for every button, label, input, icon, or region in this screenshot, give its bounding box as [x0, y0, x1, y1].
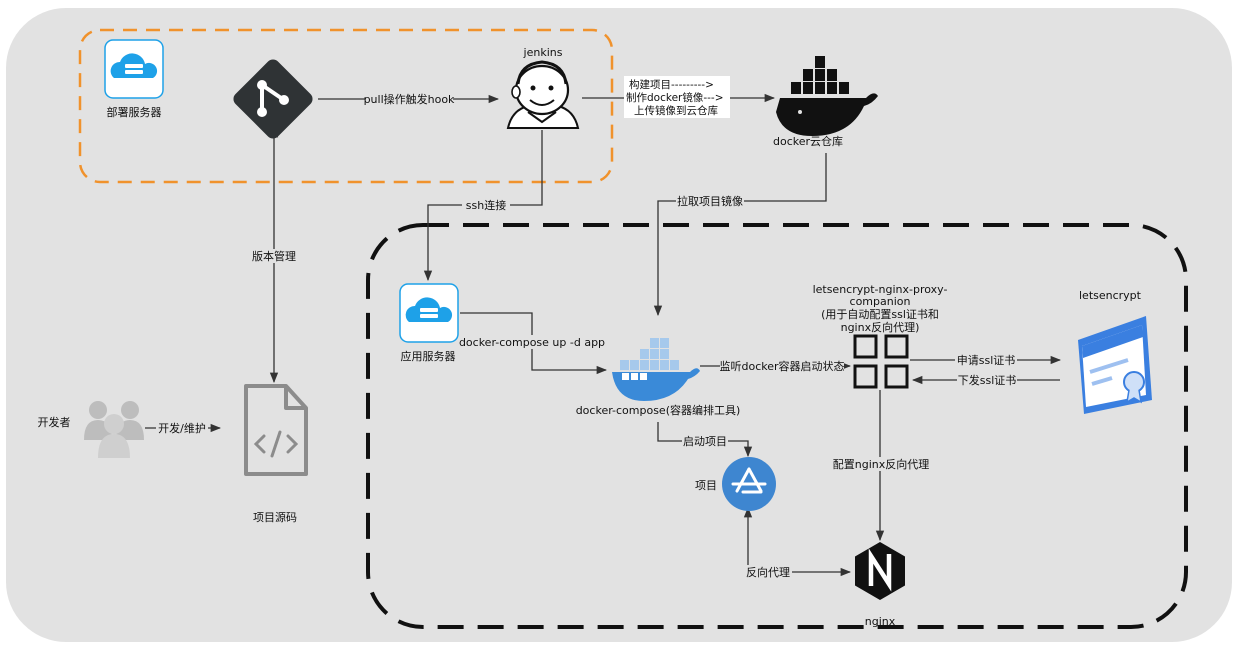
companion-node: letsencrypt-nginx-proxy- companion (用于自动…: [813, 283, 948, 389]
label-pull-image: 拉取项目镜像: [677, 194, 743, 208]
jenkins-node: jenkins: [506, 46, 580, 129]
cloud-server-icon: [104, 39, 164, 99]
label-apply-ssl: 申请ssl证书: [957, 354, 1016, 367]
certificate-icon: [1078, 316, 1152, 414]
jenkins-icon: [506, 60, 580, 129]
label-build-3: 上传镜像到云仓库: [634, 104, 718, 117]
source-code-node: 项目源码: [244, 384, 308, 524]
grid-icon: [853, 334, 909, 389]
docker-hub-label: docker云仓库: [773, 134, 843, 148]
edge-labels: pull操作触发hook 构建项目---------> 制作docker镜像--…: [156, 76, 1017, 579]
ci-group-border: [78, 28, 614, 184]
developer-node: 开发者: [38, 401, 144, 458]
app-group-border: [366, 223, 1188, 629]
app-server-label: 应用服务器: [401, 349, 456, 363]
companion-desc-label: (用于自动配置ssl证书和: [821, 308, 939, 321]
docker-whale-icon: [776, 56, 878, 136]
nginx-icon: [855, 542, 905, 600]
companion-desc-label-2: nginx反向代理): [841, 320, 920, 334]
git-icon: [233, 59, 313, 139]
label-build-1: 构建项目--------->: [629, 78, 714, 91]
docker-compose-label: docker-compose(容器编排工具): [576, 403, 741, 417]
nginx-label: nginx: [865, 615, 896, 628]
companion-name-label: letsencrypt-nginx-proxy-: [813, 283, 948, 296]
source-code-label: 项目源码: [253, 510, 297, 524]
nginx-node: nginx: [855, 542, 905, 628]
label-issue-ssl: 下发ssl证书: [958, 373, 1017, 387]
project-node: 项目: [695, 457, 776, 511]
app-server-node: 应用服务器: [399, 283, 459, 363]
label-reverse-proxy: 反向代理: [746, 565, 790, 579]
developer-label: 开发者: [38, 415, 71, 429]
label-compose-up: docker-compose up -d app: [459, 336, 605, 349]
code-file-icon: [244, 384, 308, 476]
docker-compose-node: docker-compose(容器编排工具): [576, 338, 741, 417]
docker-compose-icon: [612, 338, 700, 401]
label-pull-hook: pull操作触发hook: [364, 92, 455, 106]
letsencrypt-label: letsencrypt: [1079, 289, 1142, 302]
deploy-server-node: 部署服务器: [104, 39, 164, 119]
deploy-server-label: 部署服务器: [107, 105, 162, 119]
letsencrypt-node: letsencrypt: [1078, 289, 1152, 414]
label-ssh: ssh连接: [466, 199, 506, 212]
label-dev-maintain: 开发/维护: [158, 421, 206, 435]
label-start-project: 启动项目: [683, 435, 727, 448]
users-icon: [84, 401, 144, 458]
jenkins-label: jenkins: [523, 46, 563, 59]
label-config-nginx: 配置nginx反向代理: [833, 457, 930, 471]
label-build-2: 制作docker镜像--->: [626, 91, 724, 104]
cloud-server-icon: [399, 283, 459, 343]
label-listen: 监听docker容器启动状态: [719, 359, 844, 373]
label-version: 版本管理: [252, 249, 296, 263]
project-label: 项目: [695, 479, 717, 492]
companion-name-label-2: companion: [850, 295, 911, 308]
background-panel: [6, 8, 1232, 642]
app-icon: [722, 457, 776, 511]
docker-hub-node: docker云仓库: [773, 56, 878, 148]
